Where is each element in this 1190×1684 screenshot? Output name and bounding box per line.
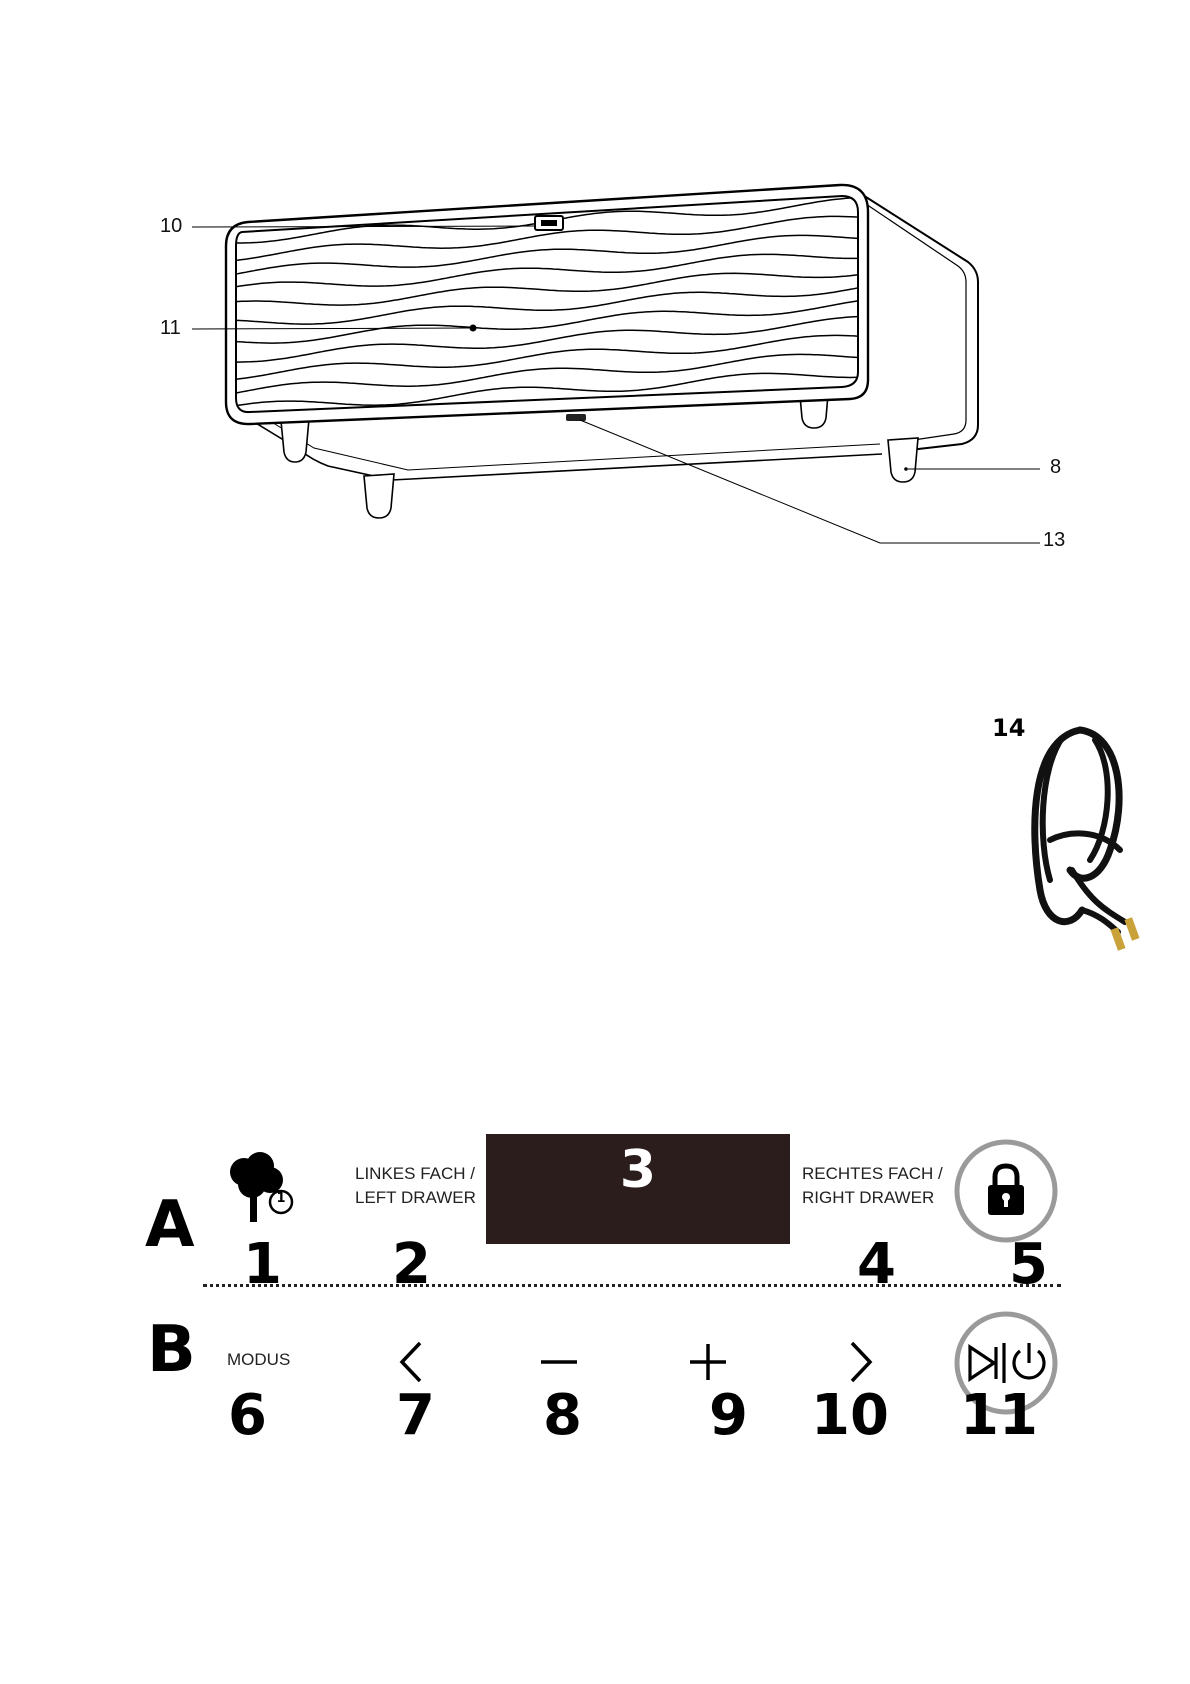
- number-10: 10: [811, 1388, 889, 1444]
- tree-eco-icon: [224, 1150, 296, 1226]
- left-button[interactable]: [394, 1339, 430, 1385]
- row-divider: [203, 1284, 1061, 1287]
- row-label-b: B: [147, 1318, 196, 1382]
- mode-button[interactable]: MODUS: [227, 1348, 290, 1372]
- left-drawer-label-line1: LINKES FACH /: [355, 1162, 476, 1186]
- number-8: 8: [543, 1388, 582, 1444]
- eco-button[interactable]: [224, 1150, 296, 1226]
- right-drawer-label-line2: RIGHT DRAWER: [802, 1186, 943, 1210]
- callout-10: 10: [160, 215, 182, 238]
- aux-cable-image: [1010, 710, 1160, 972]
- number-11: 11: [960, 1388, 1038, 1444]
- product-illustration: [0, 0, 1190, 600]
- plus-button[interactable]: [688, 1342, 728, 1382]
- right-drawer-label-line1: RECHTES FACH /: [802, 1162, 943, 1186]
- right-button[interactable]: [842, 1339, 878, 1385]
- padlock-icon: [952, 1137, 1060, 1245]
- temperature-display: 3: [486, 1134, 790, 1244]
- chevron-left-icon: [394, 1339, 430, 1385]
- minus-icon: [539, 1352, 579, 1372]
- lock-button[interactable]: [952, 1137, 1060, 1245]
- number-6: 6: [228, 1388, 267, 1444]
- display-number: 3: [620, 1140, 656, 1244]
- minus-button[interactable]: [539, 1352, 579, 1372]
- callout-8: 8: [1050, 456, 1061, 479]
- callout-13: 13: [1043, 529, 1065, 552]
- plus-icon: [688, 1342, 728, 1382]
- left-drawer-label[interactable]: LINKES FACH / LEFT DRAWER: [355, 1162, 476, 1210]
- eco-badge: 1: [270, 1191, 292, 1206]
- number-7: 7: [396, 1388, 435, 1444]
- left-drawer-label-line2: LEFT DRAWER: [355, 1186, 476, 1210]
- right-drawer-label[interactable]: RECHTES FACH / RIGHT DRAWER: [802, 1162, 943, 1210]
- number-9: 9: [709, 1388, 748, 1444]
- chevron-right-icon: [842, 1339, 878, 1385]
- callout-11: 11: [160, 317, 181, 340]
- row-label-a: A: [145, 1193, 195, 1257]
